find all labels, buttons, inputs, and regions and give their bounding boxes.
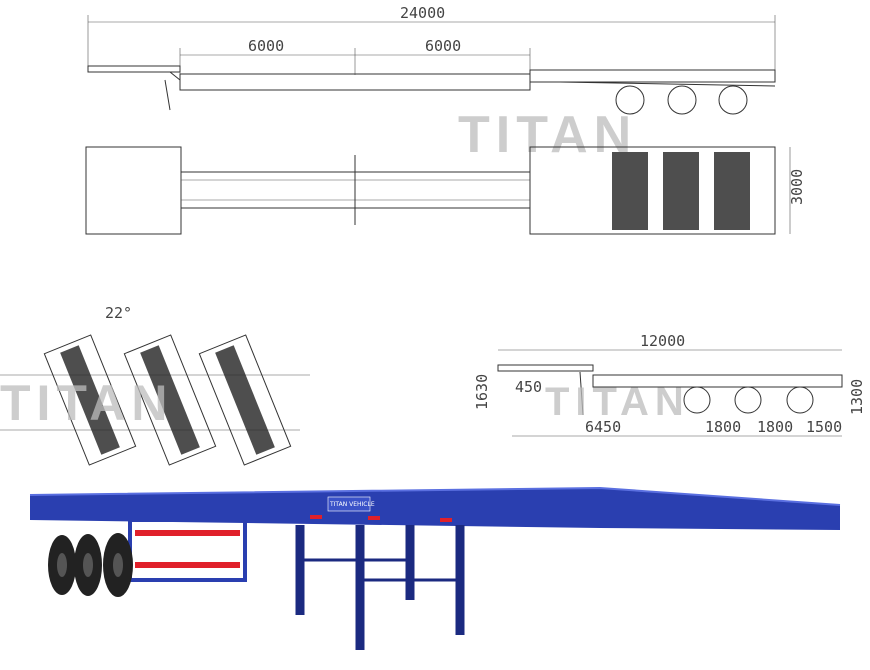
watermark-right: TITAN bbox=[545, 380, 690, 424]
dim-450: 450 bbox=[515, 378, 542, 396]
plate-text: TITAN VEHICLE bbox=[329, 501, 375, 508]
dim-6000-a: 6000 bbox=[248, 37, 284, 55]
dim-24000: 24000 bbox=[400, 4, 445, 22]
angle-label: 22° bbox=[105, 304, 132, 322]
small-side-view: 12000 1630 450 1300 6450 1800 1800 1500 bbox=[473, 332, 866, 437]
dim-6000-b: 6000 bbox=[425, 37, 461, 55]
dim-1800-a: 1800 bbox=[705, 418, 741, 436]
turning-view: 22° bbox=[0, 304, 310, 466]
dim-12000: 12000 bbox=[640, 332, 685, 350]
dim-1630: 1630 bbox=[473, 374, 491, 410]
watermark-left: TITAN bbox=[0, 375, 173, 431]
top-side-view: 24000 6000 6000 bbox=[87, 4, 776, 115]
dim-1500: 1500 bbox=[806, 418, 842, 436]
trailer-photo: TITAN VEHICLE bbox=[29, 486, 841, 650]
dim-6450: 6450 bbox=[585, 418, 621, 436]
dim-3000: 3000 bbox=[788, 169, 806, 205]
plan-view: 3000 bbox=[85, 146, 806, 235]
dim-1300: 1300 bbox=[848, 379, 866, 415]
watermark-top: TITAN bbox=[458, 106, 637, 164]
dim-1800-b: 1800 bbox=[757, 418, 793, 436]
